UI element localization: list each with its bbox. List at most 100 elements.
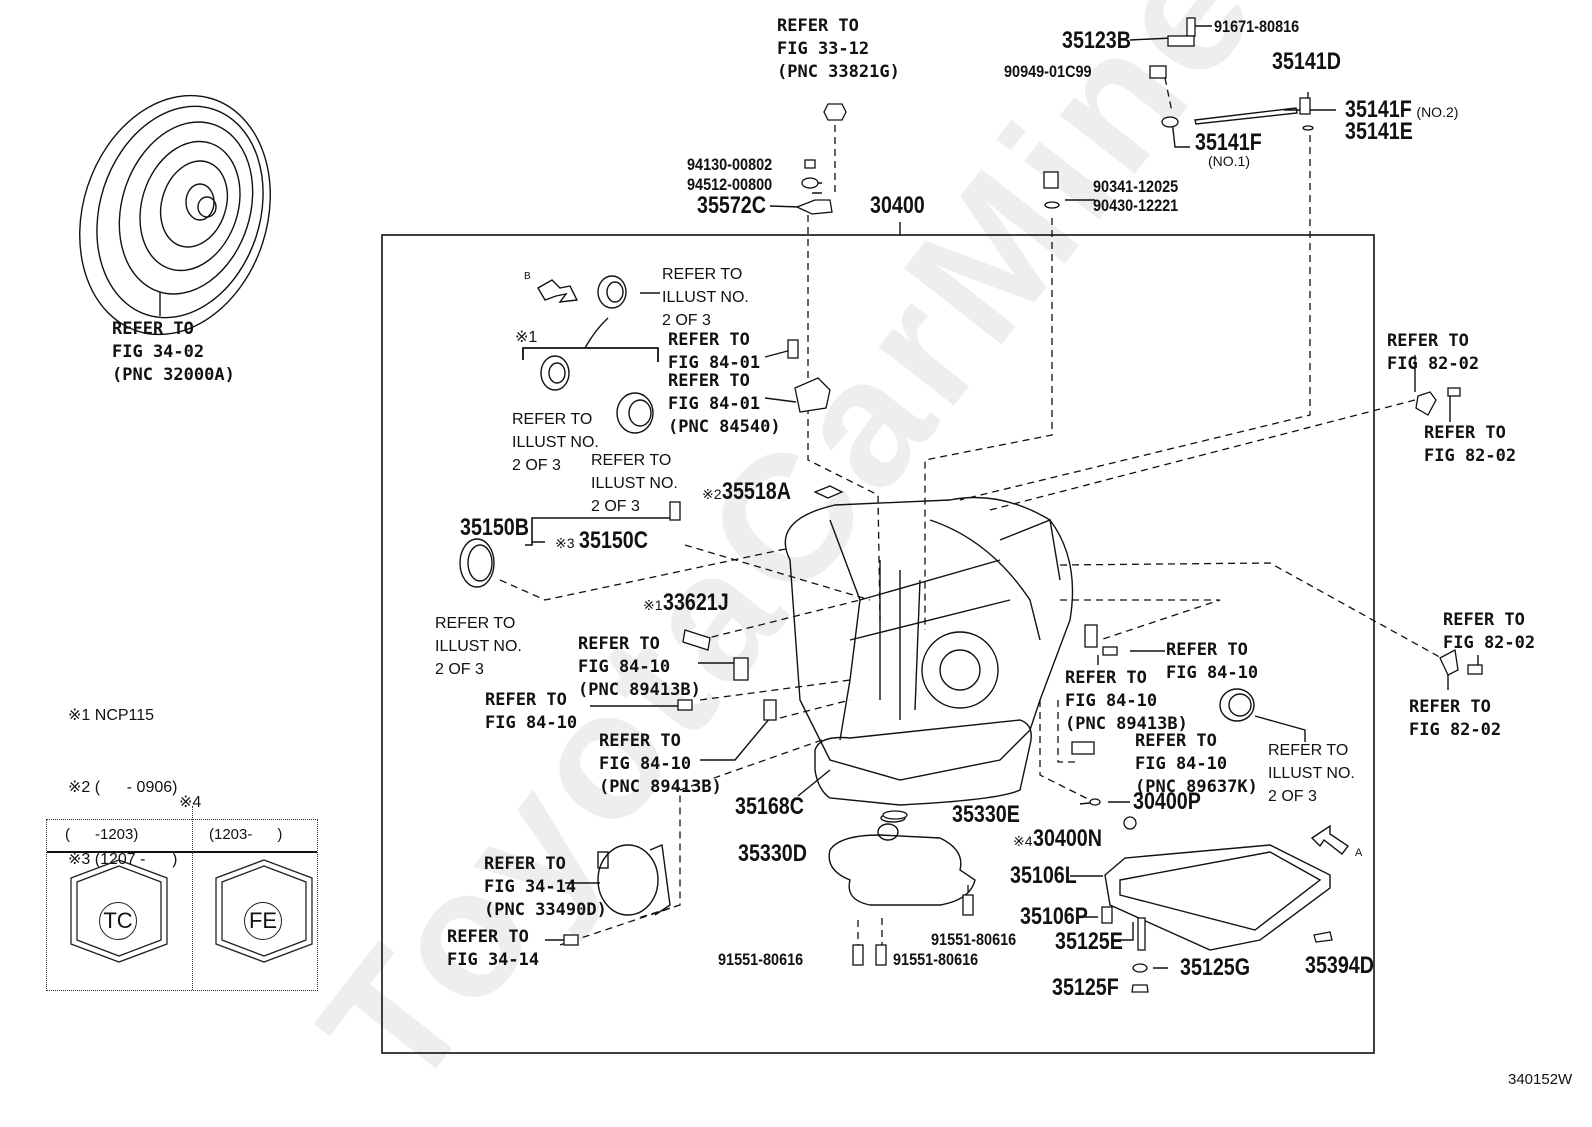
part-35394D[interactable]: 35394D: [1305, 952, 1374, 979]
part-94512-00800[interactable]: 94512-00800: [687, 175, 773, 194]
ref-line: REFER TO: [668, 330, 750, 350]
part-35330D[interactable]: 35330D: [738, 840, 807, 867]
legend-col-2-header: (1203- ): [209, 826, 283, 843]
oring-30400p: [1089, 798, 1101, 806]
ref-line: (PNC 89413B): [1065, 714, 1188, 734]
ref-line: REFER TO: [112, 319, 194, 339]
washer-35141e: [1302, 125, 1314, 131]
assembly-30400[interactable]: 30400: [870, 192, 925, 219]
part-35125G[interactable]: 35125G: [1180, 954, 1251, 981]
bolt-91551b: [875, 944, 887, 966]
ref-line: REFER TO: [512, 411, 593, 428]
part-35150B[interactable]: 35150B: [460, 514, 529, 541]
part-90430-12221[interactable]: 90430-12221: [1093, 196, 1179, 215]
bolt-8410b: [677, 699, 693, 711]
part-35141E[interactable]: 35141E: [1345, 118, 1413, 145]
transaxle-drawing: [784, 496, 1074, 806]
part-35141F-no1-suffix: (NO.1): [1208, 153, 1250, 169]
part-91551-80616-a[interactable]: 91551-80616: [718, 950, 804, 969]
footnotes: ※1 NCP115 ※2 ( - 0906) ※3 (1207 - ): [68, 656, 177, 896]
shift-shaft: [1194, 107, 1298, 125]
part-90949-01C99[interactable]: 90949-01C99: [1004, 62, 1092, 81]
part-30400N[interactable]: ※430400N: [1013, 827, 1117, 851]
part-94130-00802[interactable]: 94130-00802: [687, 155, 773, 174]
ref-line: REFER TO: [777, 16, 859, 36]
part-35123B[interactable]: 35123B: [1062, 27, 1131, 54]
note-mark: ※4: [1013, 833, 1033, 849]
nut-33821g: [823, 103, 847, 121]
note-mark: ※3: [555, 535, 575, 551]
note-mark: ※2: [702, 486, 722, 502]
footnote-1: ※1 NCP115: [68, 707, 155, 724]
part-35572C[interactable]: 35572C: [697, 192, 766, 219]
part-90341-12025[interactable]: 90341-12025: [1093, 177, 1179, 196]
ref-line: REFER TO: [1166, 640, 1248, 660]
ref-line: REFER TO: [1065, 668, 1147, 688]
ref-fig-34-14-b[interactable]: REFER TO FIG 34-14: [447, 926, 539, 972]
ref-line: (PNC 89413B): [599, 777, 722, 797]
part-91551-80616-b[interactable]: 91551-80616: [893, 950, 979, 969]
ref-line: REFER TO: [599, 731, 681, 751]
part-33621J[interactable]: ※133621J: [643, 591, 743, 615]
part-35125F[interactable]: 35125F: [1052, 974, 1119, 1001]
part-35168C[interactable]: 35168C: [735, 793, 804, 820]
ref-line: FIG 82-02: [1443, 633, 1536, 653]
legend-divider: [192, 806, 193, 990]
ref-line: REFER TO: [447, 927, 529, 947]
ref-line: ILLUST NO.: [591, 475, 678, 492]
ref-line: REFER TO: [1135, 731, 1217, 751]
part-91551-80616-c[interactable]: 91551-80616: [931, 930, 1017, 949]
diagram-linework: [79, 17, 1483, 1054]
part-35141F-no2[interactable]: 35141F(NO.2): [1345, 98, 1458, 122]
part-35330E[interactable]: 35330E: [952, 801, 1020, 828]
ref-line: 2 OF 3: [512, 457, 561, 474]
ref-line: REFER TO: [1443, 610, 1525, 630]
part-35125E[interactable]: 35125E: [1055, 928, 1123, 955]
sensor-84540: [794, 377, 831, 413]
ref-line: FIG 34-14: [447, 950, 540, 970]
clip-35141f1: [1161, 116, 1179, 128]
part-91671-80816[interactable]: 91671-80816: [1214, 17, 1300, 36]
bolt-8410d: [1102, 646, 1118, 656]
ref-line: FIG 84-10: [485, 713, 578, 733]
ref-line: FIG 84-01: [668, 394, 761, 414]
part-35518A[interactable]: ※235518A: [702, 480, 806, 504]
ref-line: (PNC 32000A): [112, 365, 235, 385]
label-35518a: [813, 485, 844, 499]
footnote-3: ※3 (1207 - ): [68, 851, 178, 868]
ref-fig-82-02-c[interactable]: REFER TO FIG 82-02: [1443, 609, 1535, 655]
bolt-35125e: [1137, 917, 1146, 951]
ref-line: (PNC 89413B): [578, 680, 701, 700]
switch-89637k: [1071, 741, 1095, 755]
ref-line: FIG 82-02: [1409, 720, 1502, 740]
part-35141D[interactable]: 35141D: [1272, 48, 1341, 75]
part-35106L[interactable]: 35106L: [1010, 862, 1077, 889]
bolt-8401: [787, 339, 799, 359]
note-mark-1: ※1: [515, 329, 538, 346]
part-35106P[interactable]: 35106P: [1020, 903, 1088, 930]
part-35141F-no1[interactable]: 35141F: [1195, 129, 1262, 156]
part-30400P[interactable]: 30400P: [1133, 788, 1201, 815]
ref-line: 2 OF 3: [1268, 788, 1317, 805]
plug-35150b: [669, 501, 681, 521]
